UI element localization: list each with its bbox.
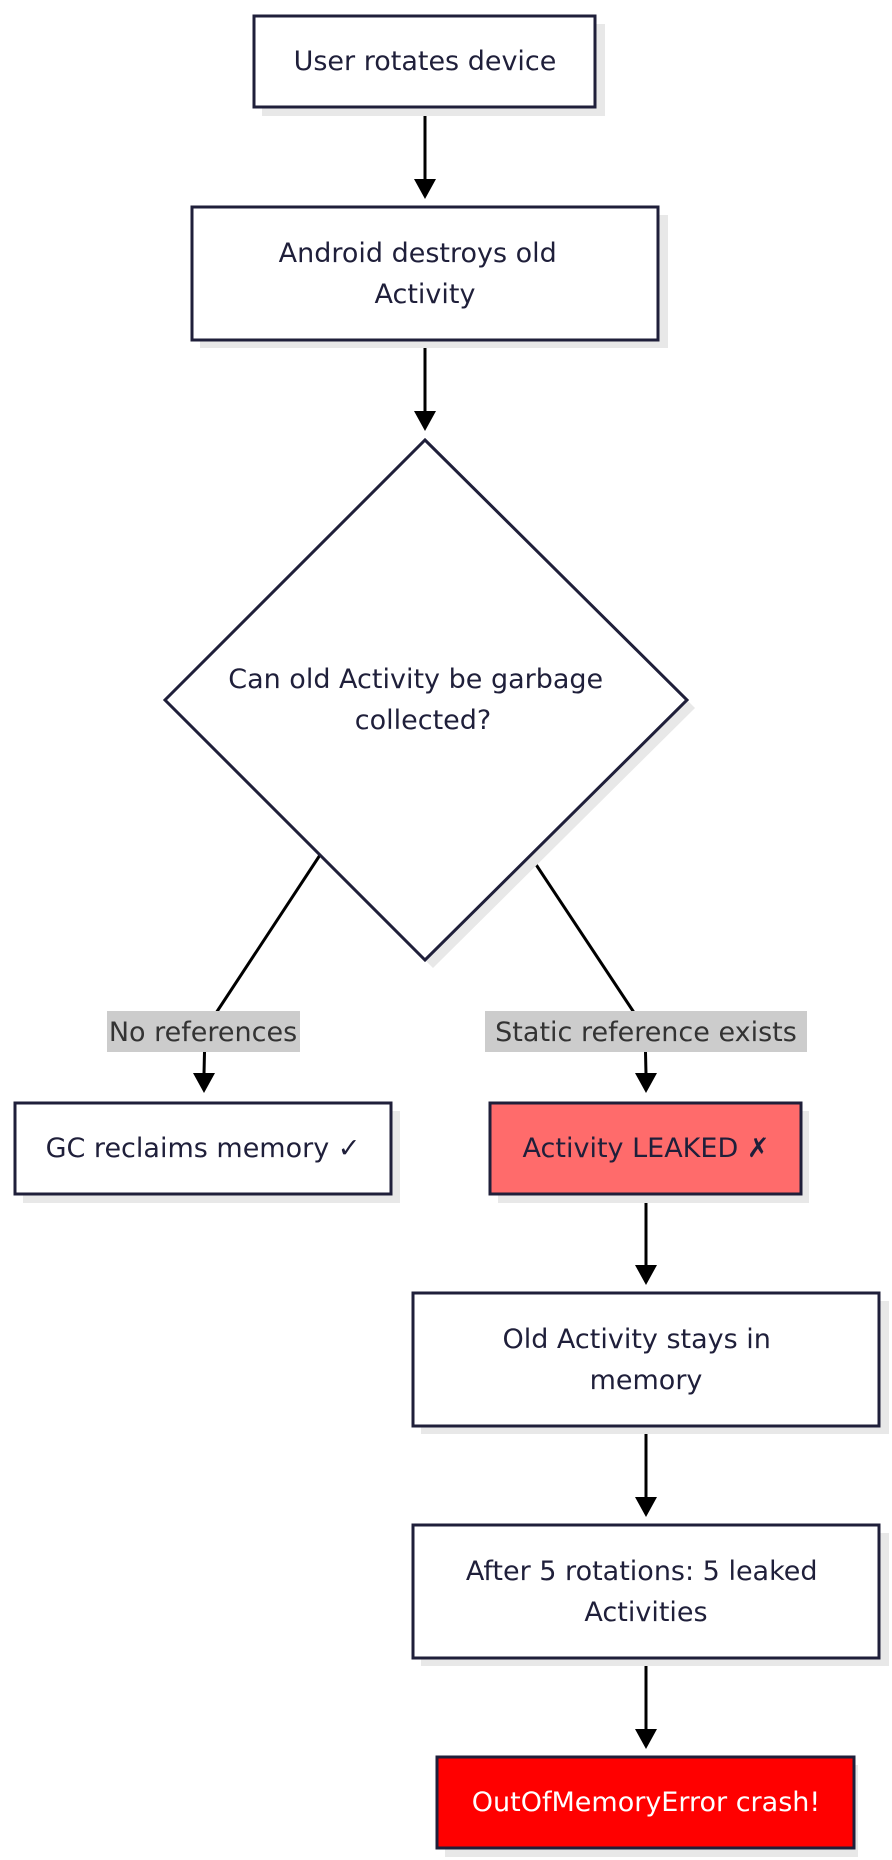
edge-label-text: No references <box>109 1017 297 1048</box>
node-activity-leaked: Activity LEAKED ✗ <box>488 1101 809 1203</box>
edge-label-background <box>107 1011 300 1052</box>
arrowhead-icon <box>635 1729 657 1749</box>
arrowhead-icon <box>414 411 436 431</box>
node-label: Activity LEAKED ✗ <box>523 1133 770 1164</box>
arrowhead-icon <box>193 1073 215 1093</box>
crash-box <box>435 1755 856 1850</box>
edge-label-static-reference: Static reference exists <box>485 1011 807 1052</box>
node-label: Old Activity stays in memory <box>502 1324 779 1396</box>
leaked-box <box>488 1101 803 1196</box>
node-label: GC reclaims memory ✓ <box>46 1133 361 1164</box>
node-label: Android destroys old Activity <box>279 238 566 310</box>
edge-label-background <box>485 1011 807 1052</box>
edge-label-text: Static reference exists <box>495 1017 797 1048</box>
node-label: OutOfMemoryError crash! <box>472 1787 820 1818</box>
edge-label-no-references: No references <box>107 1011 300 1052</box>
node-decision-can-gc: Can old Activity be garbage collected? <box>162 437 695 968</box>
node-label: Can old Activity be garbage collected? <box>228 664 612 736</box>
node-android-destroys: Android destroys old Activity <box>190 205 668 348</box>
node-user-rotates-device: User rotates device <box>252 14 605 116</box>
arrowhead-icon <box>635 1497 657 1517</box>
node-oom-crash: OutOfMemoryError crash! <box>435 1755 858 1857</box>
arrowhead-icon <box>635 1073 657 1093</box>
node-after-rotations: After 5 rotations: 5 leaked Activities <box>411 1523 889 1666</box>
node-gc-reclaims: GC reclaims memory ✓ <box>13 1101 400 1203</box>
node-label: User rotates device <box>294 46 557 77</box>
node-stays-in-memory: Old Activity stays in memory <box>411 1291 889 1434</box>
node-label: After 5 rotations: 5 leaked Activities <box>466 1556 826 1628</box>
arrowhead-icon <box>414 179 436 199</box>
arrowhead-icon <box>635 1265 657 1285</box>
